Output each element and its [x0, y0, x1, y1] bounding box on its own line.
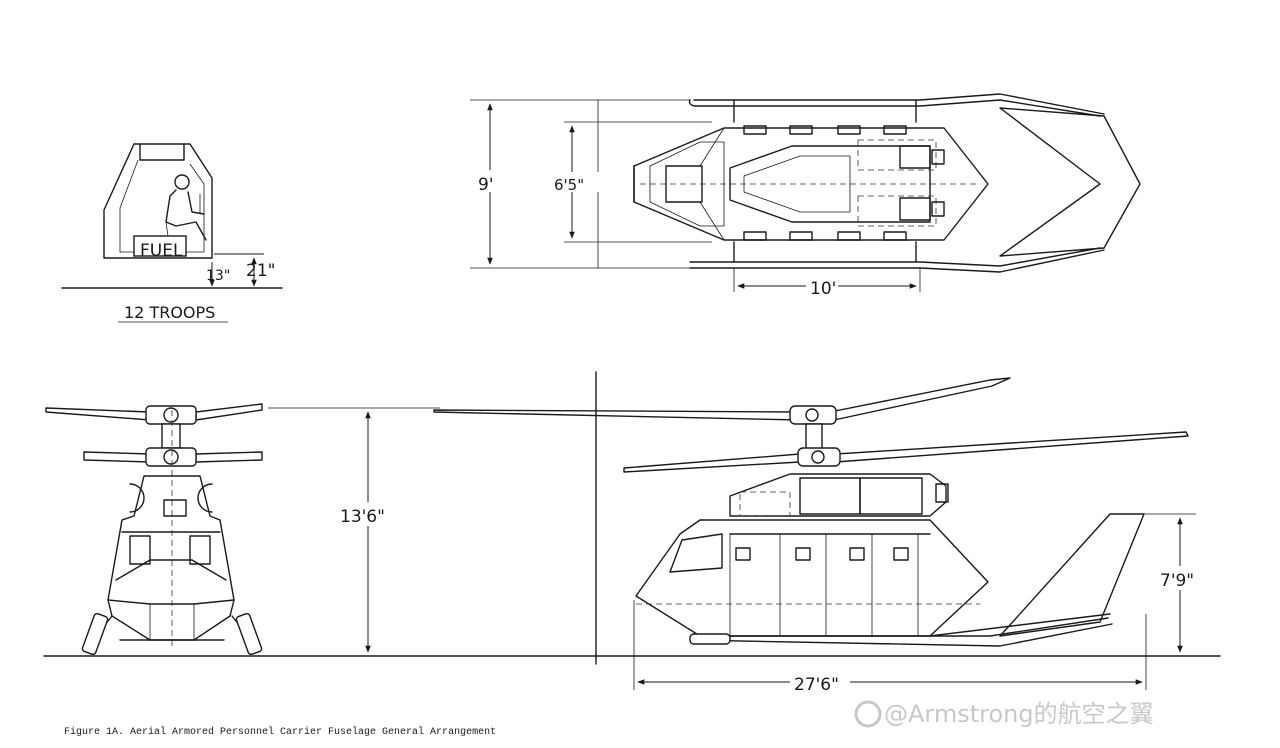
- dimension-10-ft: 10': [810, 279, 836, 299]
- dimension-21-inch: 21": [246, 261, 275, 281]
- fuel-label: FUEL: [140, 241, 183, 261]
- side-view: [433, 371, 1196, 690]
- figure-caption: Figure 1A. Aerial Armored Personnel Carr…: [64, 726, 496, 738]
- cross-section-view: [61, 143, 283, 323]
- front-view: [43, 403, 1221, 657]
- dimension-7ft-9in: 7'9": [1160, 571, 1194, 591]
- dimension-13ft-6in: 13'6": [340, 507, 385, 527]
- dimension-6ft-5in: 6'5": [554, 176, 584, 194]
- watermark: @Armstrong的航空之翼: [854, 700, 1154, 728]
- dimension-13-inch: 13": [206, 268, 230, 284]
- dimension-9-ft: 9': [478, 175, 494, 195]
- weibo-logo-icon: [854, 700, 882, 728]
- troops-label: 12 TROOPS: [124, 303, 215, 322]
- watermark-text: @Armstrong的航空之翼: [884, 700, 1154, 728]
- dimension-27ft-6in: 27'6": [794, 675, 839, 695]
